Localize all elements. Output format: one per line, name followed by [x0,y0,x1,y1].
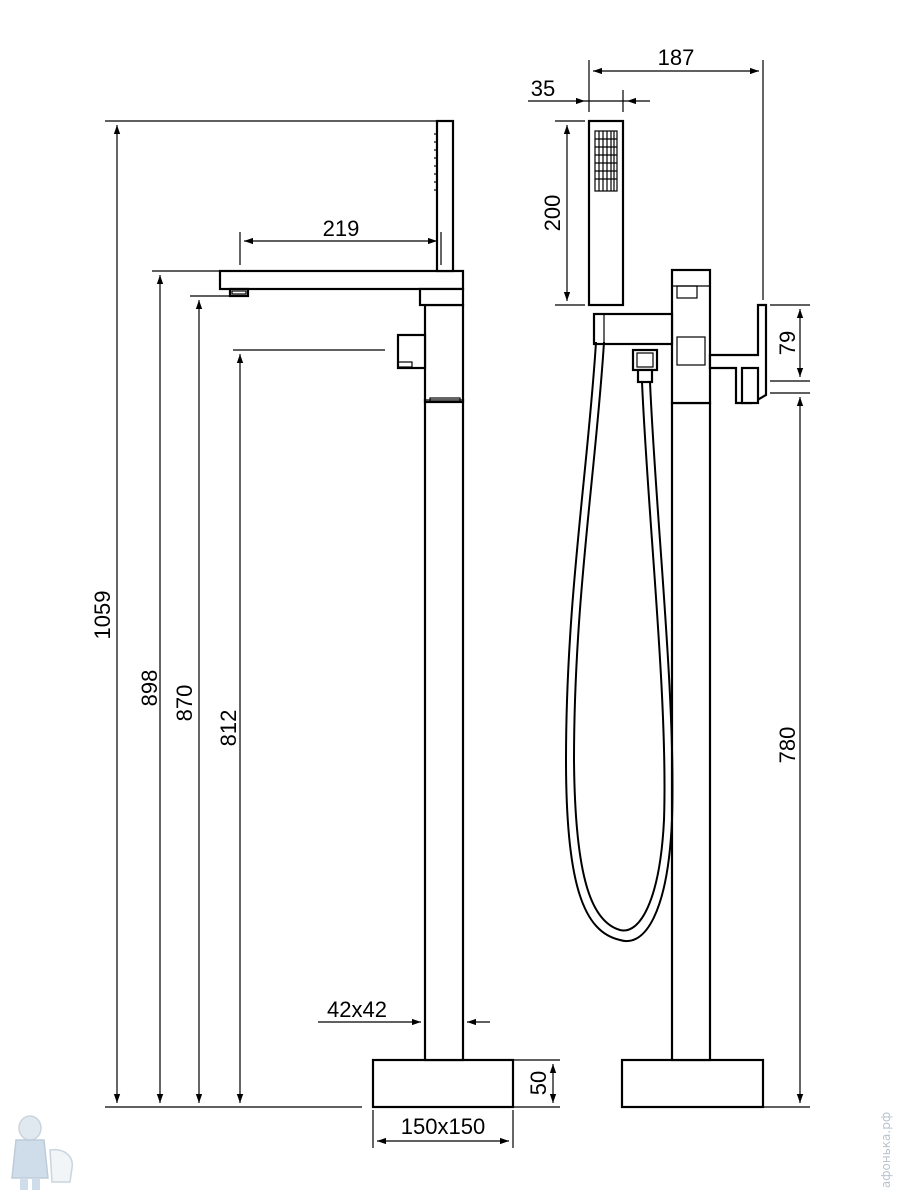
spout [218,269,465,291]
dim-base-footprint: 150x150 [401,1114,485,1139]
hand-shower [587,119,625,307]
dim-spout-top-height: 898 [137,670,162,707]
front-view: 1059 898 870 812 219 42x42 50 150x150 [90,119,560,1148]
watermark-text: афонька.рф [879,1112,893,1188]
hand-shower-side [435,119,455,273]
dim-column-section: 42x42 [327,997,387,1022]
column-side [670,401,712,1062]
base-block-side [620,1058,765,1109]
dim-hand-shower-offset: 35 [531,76,555,101]
column [423,398,465,1062]
dim-base-height: 50 [526,1071,551,1095]
dim-overall-depth: 187 [658,45,695,70]
dim-lever-mount-height: 780 [775,727,800,764]
dim-handle-height: 812 [216,710,241,747]
plumber-logo [11,1115,73,1190]
dim-lever-height: 79 [775,331,800,355]
dim-hand-shower-length: 200 [540,195,565,232]
side-view: 187 35 200 79 780 [528,45,810,1109]
mixer-body [423,303,465,404]
base-block [371,1058,515,1109]
dim-spout-reach: 219 [323,216,360,241]
aerator [228,287,250,298]
shower-hose [572,341,666,932]
dim-total-height: 1059 [90,591,115,640]
shower-bracket [592,312,674,346]
dim-spout-outlet-height: 870 [172,685,197,722]
